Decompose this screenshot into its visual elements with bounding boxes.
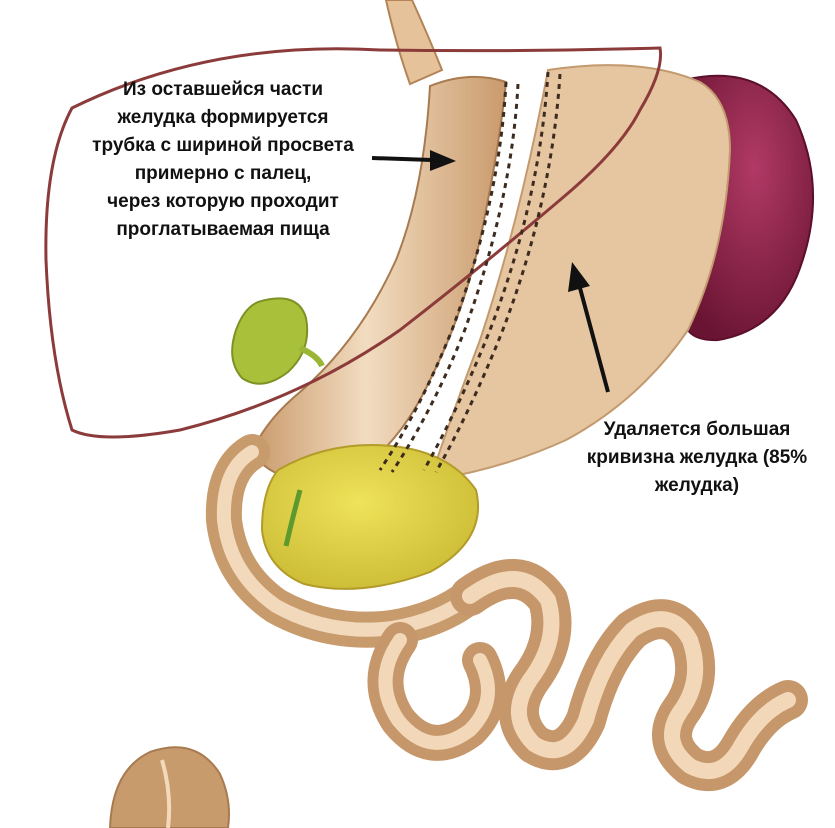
esophagus	[386, 0, 442, 84]
gallbladder	[232, 298, 307, 383]
sleeve-caption: Из оставшейся части желудка формируется …	[58, 76, 388, 244]
removed-caption-line: Удаляется большая	[586, 416, 808, 444]
sleeve-caption-line: примерно с палец,	[58, 160, 388, 188]
sleeve-caption-line: проглатываемая пища	[58, 216, 388, 244]
removed-caption-line: кривизна желудка (85%	[586, 444, 808, 472]
sleeve-caption-line: Из оставшейся части	[58, 76, 388, 104]
removed-caption: Удаляется большая кривизна желудка (85% …	[586, 416, 808, 500]
removed-caption-line: желудка)	[586, 472, 808, 500]
sleeve-caption-line: через которую проходит	[58, 188, 388, 216]
sleeve-caption-line: трубка с шириной просвета	[58, 132, 388, 160]
sleeve-caption-line: желудка формируется	[58, 104, 388, 132]
bile-duct	[300, 348, 322, 366]
